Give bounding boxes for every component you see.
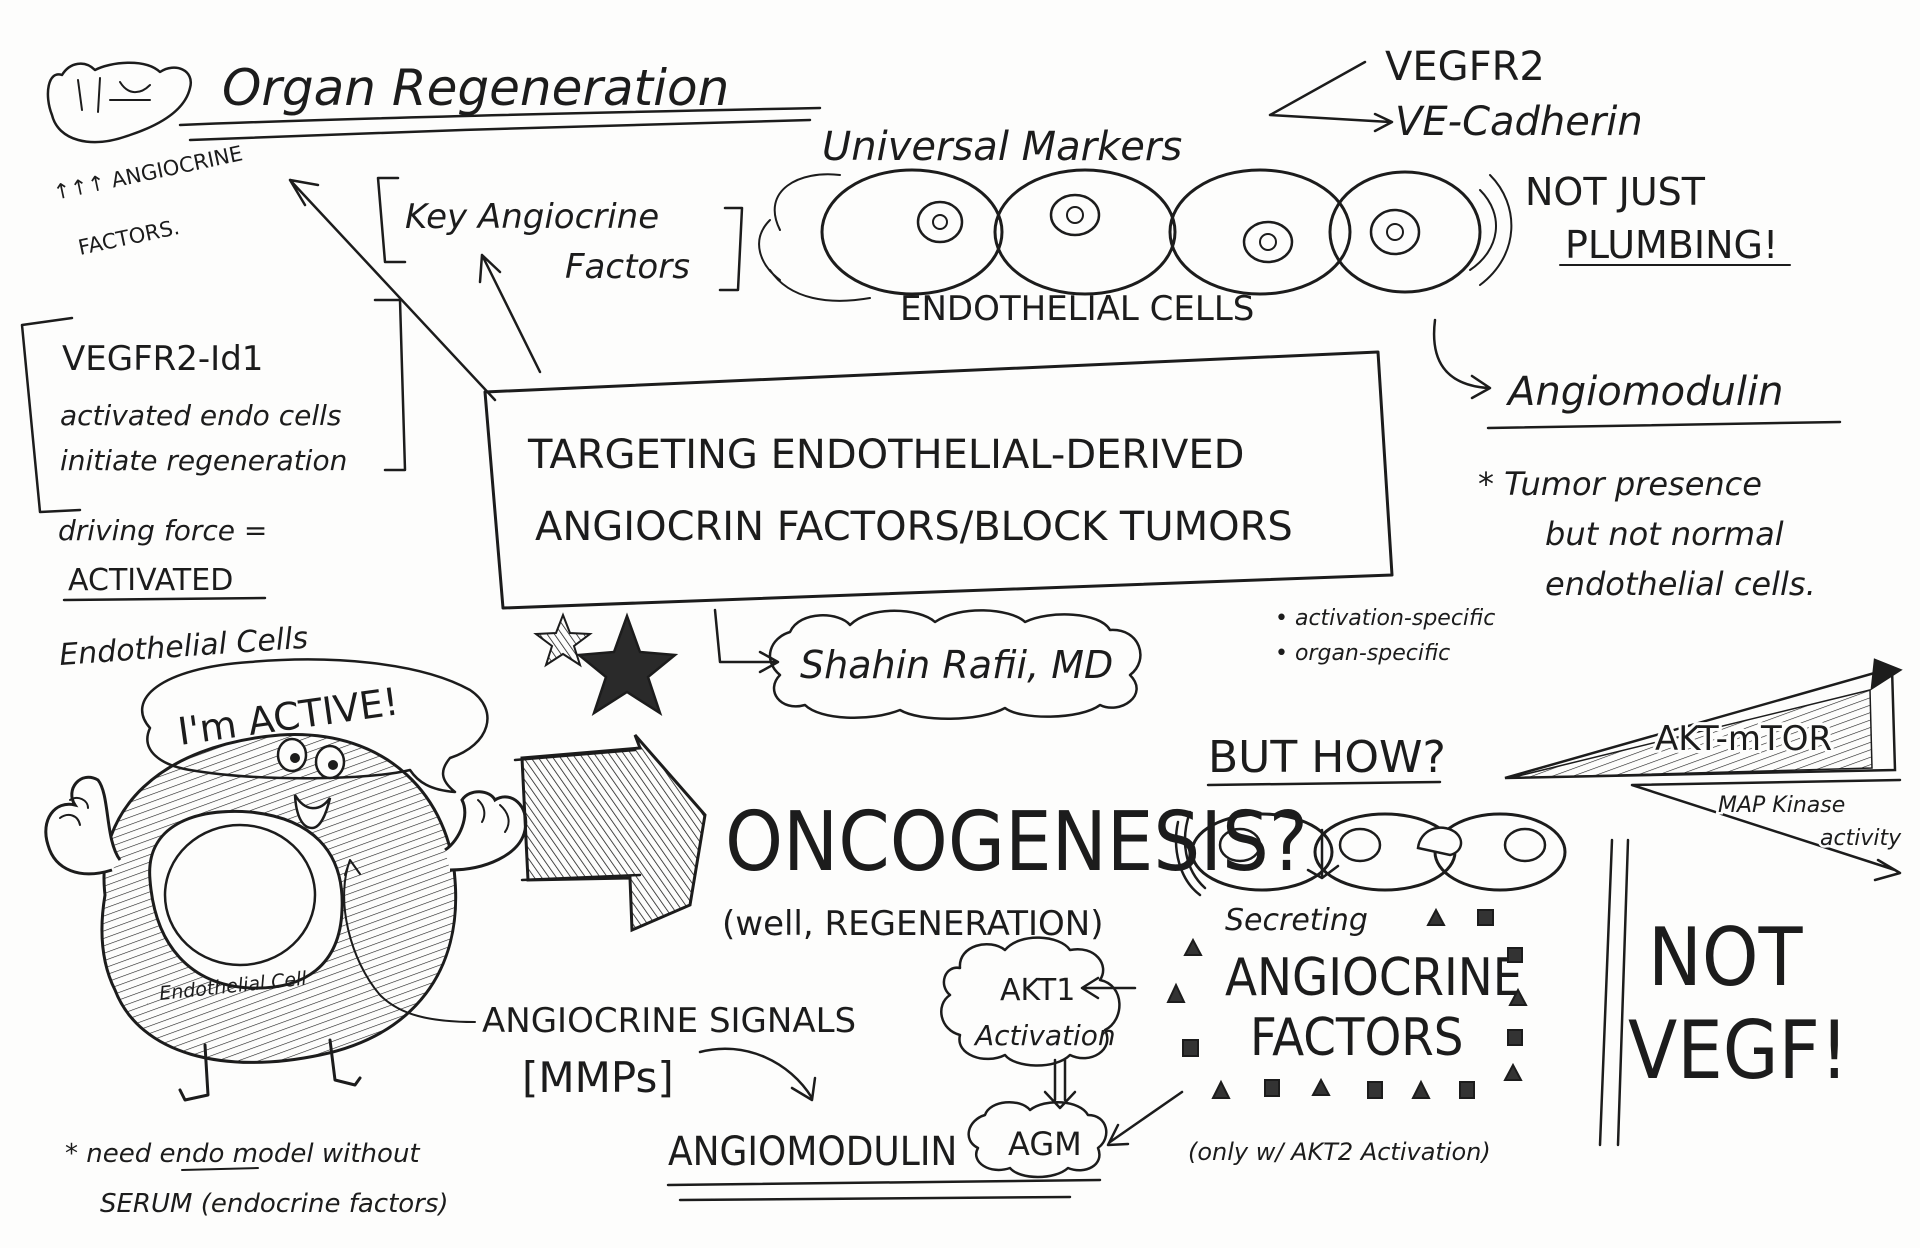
angiomodulin-note-line-3: endothelial cells. — [1545, 565, 1816, 603]
angiomodulin-note-line-2: but not normal — [1545, 515, 1784, 553]
universal-markers-label: Universal Markers — [822, 124, 1182, 170]
endothelial-cell-character: I'm ACTIVE! — [44, 658, 528, 1102]
center-to-speaker-arrow — [713, 608, 780, 674]
center-box-line-1: TARGETING ENDOTHELIAL-DERIVED — [527, 432, 1244, 478]
secreting-cell-row — [1174, 810, 1567, 897]
center-to-factors-arrow — [478, 253, 542, 374]
but-how-title: BUT HOW? — [1208, 732, 1446, 783]
need-note-line-1: * need endo model without — [65, 1139, 420, 1169]
key-factors-line-1: Key Angiocrine — [405, 197, 659, 237]
speaker-name: Shahin Rafii, MD — [800, 643, 1113, 687]
vegfr2-box-line-2: activated endo cells — [60, 399, 341, 432]
center-box-line-2: ANGIOCRIN FACTORS/BLOCK TUMORS — [535, 504, 1293, 550]
endo-underline — [181, 1167, 259, 1171]
mmps-label: [MMPs] — [522, 1053, 674, 1102]
marker-vegfr2: VEGFR2 — [1385, 44, 1545, 90]
specific-item-1: • activation-specific — [1275, 606, 1495, 631]
angiomodulin-bottom-underline — [666, 1178, 1102, 1202]
akt1-cloud-line-2: Activation — [973, 1019, 1116, 1052]
not-vegf-divider — [1598, 838, 1630, 1147]
specific-item-2: • organ-specific — [1275, 641, 1450, 666]
driving-force-line-2: ACTIVATED — [68, 563, 233, 598]
akt-mtor-arrowhead — [1870, 658, 1903, 691]
angiocrine-factors-line-1: ANGIOCRINE — [1225, 948, 1522, 1008]
map-kinase-line-1: MAP Kinase — [1718, 793, 1845, 818]
angiomodulin-note-line-1: * Tumor presence — [1478, 465, 1762, 503]
agm-cloud — [967, 1100, 1108, 1179]
akt2-note: (only w/ AKT2 Activation) — [1188, 1138, 1491, 1166]
speaker-cloud — [768, 609, 1142, 720]
need-note-line-2: SERUM (endocrine factors) — [100, 1189, 449, 1219]
secreting-label: Secreting — [1225, 903, 1368, 938]
akt-mtor-wedge — [1504, 666, 1897, 780]
title-note-line-2: FACTORS. — [76, 215, 182, 260]
angiomodulin-label: Angiomodulin — [1505, 369, 1783, 415]
organ-icon — [46, 61, 193, 144]
big-arrow-icon — [513, 734, 707, 933]
vegfr2-box-outline — [20, 298, 407, 514]
title-note-line-1: ↑↑↑ ANGIOCRINE — [51, 141, 245, 205]
factors-to-akt-arrow — [1080, 976, 1137, 1000]
map-kinase-arrow — [1630, 778, 1902, 882]
akt1-cloud-line-1: AKT1 — [1000, 973, 1075, 1008]
not-just-line-1: NOT JUST — [1525, 170, 1706, 214]
marker-ve-cadherin: VE-Cadherin — [1395, 99, 1643, 145]
page-title: Organ Regeneration — [222, 59, 729, 117]
factors-to-agm-arrow — [1106, 1090, 1184, 1147]
angiocrine-signals-label: ANGIOCRINE SIGNALS — [482, 1001, 856, 1041]
angiomodulin-underline — [1486, 420, 1842, 430]
not-vegf-line-1: NOT — [1648, 911, 1803, 1004]
driving-force-line-3: Endothelial Cells — [58, 621, 309, 673]
driving-force-line-1: driving force = — [58, 514, 267, 547]
title-underline — [178, 106, 822, 142]
not-just-line-2: PLUMBING! — [1565, 223, 1778, 267]
akt-to-agm-arrow — [1043, 1058, 1077, 1110]
star-small-icon — [533, 612, 593, 668]
vegfr2-box-line-3: initiate regeneration — [60, 444, 347, 477]
endothelial-cell-row — [758, 168, 1513, 302]
agm-label: AGM — [1008, 1125, 1082, 1163]
star-large-icon — [575, 612, 679, 716]
but-how-underline — [1206, 780, 1442, 787]
angiomodulin-bottom-label: ANGIOMODULIN — [668, 1129, 957, 1175]
vegfr2-box-line-1: VEGFR2-Id1 — [62, 339, 263, 379]
endothelial-cells-label: ENDOTHELIAL CELLS — [900, 289, 1254, 329]
akt-mtor-label: AKT-mTOR — [1655, 719, 1832, 759]
key-factors-bracket — [376, 176, 744, 292]
akt-mtor-wedge-shading — [1509, 689, 1873, 779]
mmps-arrow — [698, 1047, 817, 1102]
center-box-outline — [483, 350, 1394, 610]
factor-markers — [1166, 907, 1528, 1099]
center-to-title-arrow — [288, 178, 497, 402]
key-factors-line-2: Factors — [565, 247, 690, 287]
cells-to-angiomodulin-arrow — [1432, 318, 1492, 400]
akt1-cloud — [940, 936, 1121, 1067]
angiocrine-factors-line-2: FACTORS — [1250, 1008, 1463, 1068]
oncogenesis-title: ONCOGENESIS? — [725, 795, 1308, 890]
not-vegf-line-2: VEGF! — [1628, 1004, 1849, 1097]
markers-branch-arrow — [1268, 60, 1394, 133]
map-kinase-line-2: activity — [1820, 826, 1902, 851]
activated-underline — [62, 596, 267, 602]
